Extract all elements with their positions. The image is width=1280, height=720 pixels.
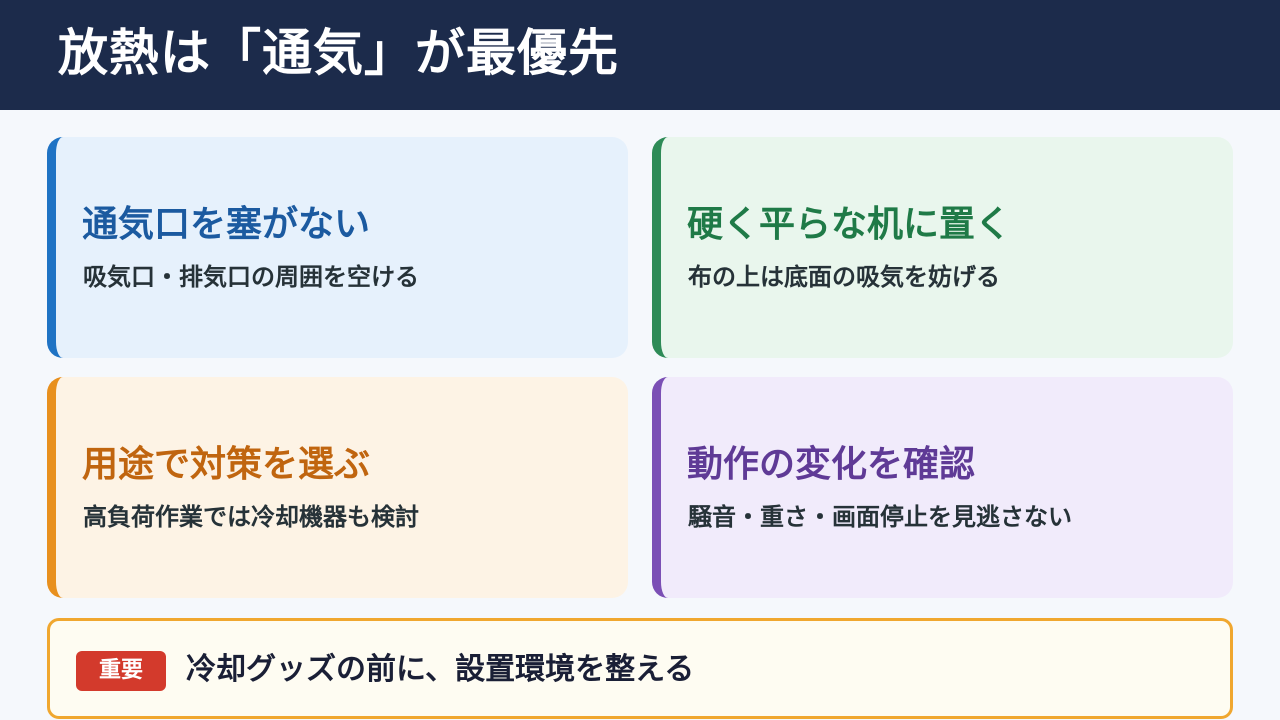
tip-card-description: 騒音・重さ・画面停止を見逃さない bbox=[688, 503, 1072, 531]
tip-card-description: 布の上は底面の吸気を妨げる bbox=[688, 263, 1000, 291]
important-badge: 重要 bbox=[76, 651, 166, 691]
tip-card-heading: 硬く平らな机に置く bbox=[687, 204, 1012, 245]
important-note-text: 冷却グッズの前に、設置環境を整える bbox=[186, 652, 695, 687]
tip-card-description: 吸気口・排気口の周囲を空ける bbox=[83, 263, 419, 291]
tip-card-heading: 用途で対策を選ぶ bbox=[82, 444, 371, 485]
tip-card-vents: 通気口を塞がない 吸気口・排気口の周囲を空ける bbox=[47, 137, 628, 358]
tip-card-heading: 動作の変化を確認 bbox=[687, 444, 976, 485]
important-note: 重要 冷却グッズの前に、設置環境を整える bbox=[47, 618, 1233, 719]
tip-card-usage: 用途で対策を選ぶ 高負荷作業では冷却機器も検討 bbox=[47, 377, 628, 598]
tip-card-heading: 通気口を塞がない bbox=[82, 204, 371, 245]
header-bar: 放熱は「通気」が最優先 bbox=[0, 0, 1280, 110]
tip-card-description: 高負荷作業では冷却機器も検討 bbox=[83, 503, 419, 531]
tip-card-monitor: 動作の変化を確認 騒音・重さ・画面停止を見逃さない bbox=[652, 377, 1233, 598]
tip-card-surface: 硬く平らな机に置く 布の上は底面の吸気を妨げる bbox=[652, 137, 1233, 358]
page-title: 放熱は「通気」が最優先 bbox=[58, 24, 619, 82]
